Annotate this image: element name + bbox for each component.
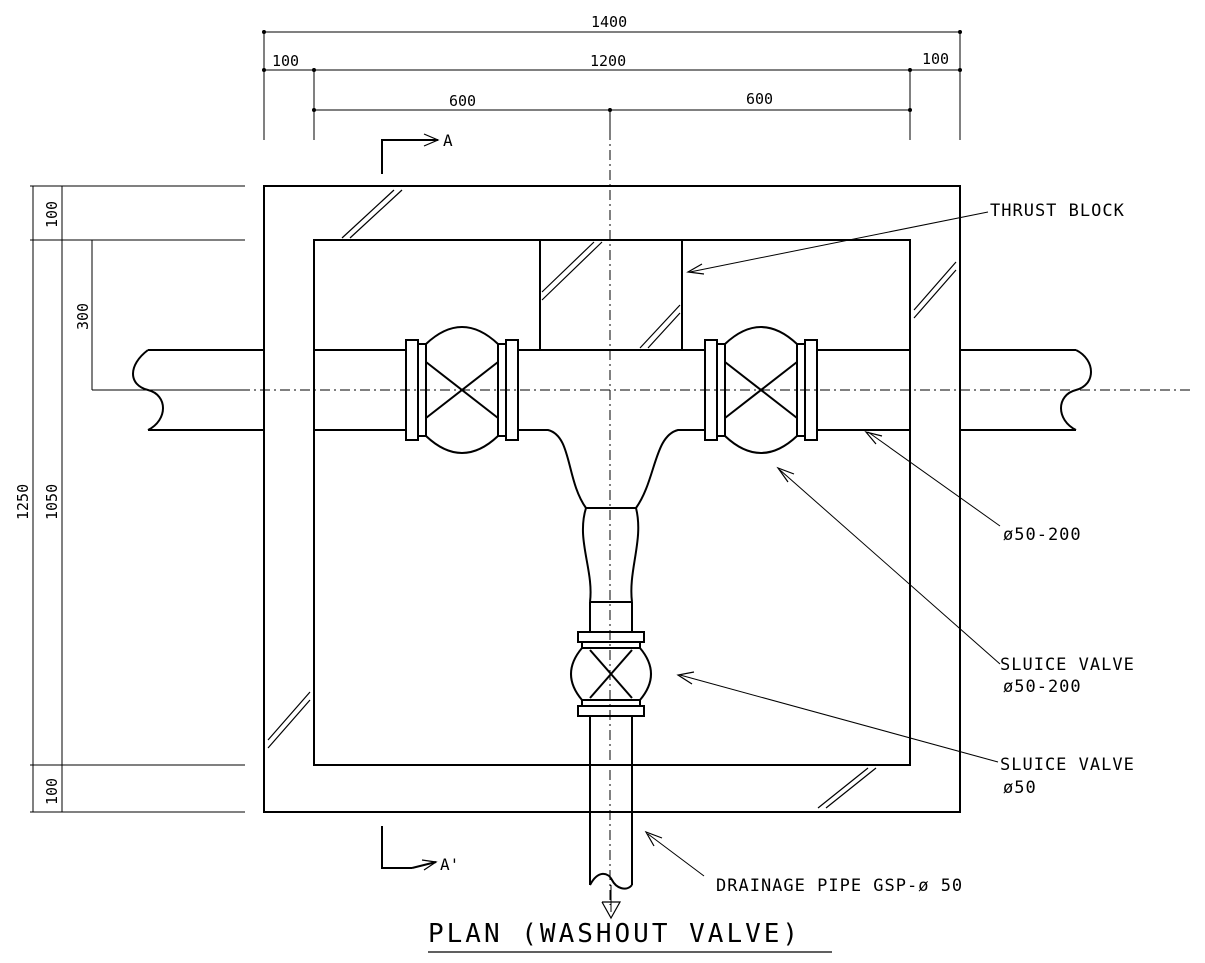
dim-top-wall: 100 — [43, 201, 61, 228]
label-thrust-block: THRUST BLOCK — [990, 201, 1125, 221]
label-sluice-valve-main-dia: ø50-200 — [1003, 677, 1082, 697]
label-drainage-pipe: DRAINAGE PIPE GSP-ø 50 — [716, 876, 963, 896]
outer-wall — [263, 185, 961, 813]
dim-bottom-wall: 100 — [43, 778, 61, 805]
label-sluice-valve-drain: SLUICE VALVE — [1000, 755, 1135, 775]
section-mark-a-prime: A' — [440, 855, 459, 874]
dim-inner-height: 1050 — [43, 484, 61, 520]
dim-side-right: 100 — [922, 50, 949, 68]
drainage-pipe — [589, 716, 633, 920]
drawing-title: PLAN (WASHOUT VALVE) — [428, 919, 832, 953]
dim-half-right: 600 — [746, 90, 773, 108]
dim-half-left: 600 — [449, 92, 476, 110]
label-main-pipe-diameter: ø50-200 — [1003, 525, 1082, 545]
section-marker-top: A — [381, 131, 453, 174]
thrust-block — [539, 240, 683, 350]
dim-overall-width: 1400 — [591, 13, 627, 31]
center-lines — [120, 110, 1190, 905]
dim-pipe-offset: 300 — [74, 303, 92, 330]
title-text: PLAN (WASHOUT VALVE) — [428, 919, 801, 949]
section-marker-bottom: A' — [381, 826, 459, 874]
sluice-valve-drain — [570, 602, 652, 717]
top-dimensions: 1400 100 1200 100 600 600 — [262, 13, 962, 140]
wall-hatching — [267, 189, 957, 809]
left-dimensions: 1250 1050 100 100 300 — [14, 185, 245, 813]
dim-inner-width: 1200 — [590, 52, 626, 70]
dim-overall-height: 1250 — [14, 484, 32, 520]
main-pipe — [132, 349, 1092, 603]
inner-wall — [313, 239, 911, 766]
sluice-valve-right — [704, 326, 818, 454]
label-sluice-valve-drain-dia: ø50 — [1003, 778, 1037, 798]
label-sluice-valve-main: SLUICE VALVE — [1000, 655, 1135, 675]
dim-side-left: 100 — [272, 52, 299, 70]
section-mark-a: A — [443, 131, 453, 150]
annotations: THRUST BLOCK ø50-200 SLUICE VALVE ø50-20… — [644, 201, 1135, 896]
chamber-walls — [263, 185, 961, 813]
